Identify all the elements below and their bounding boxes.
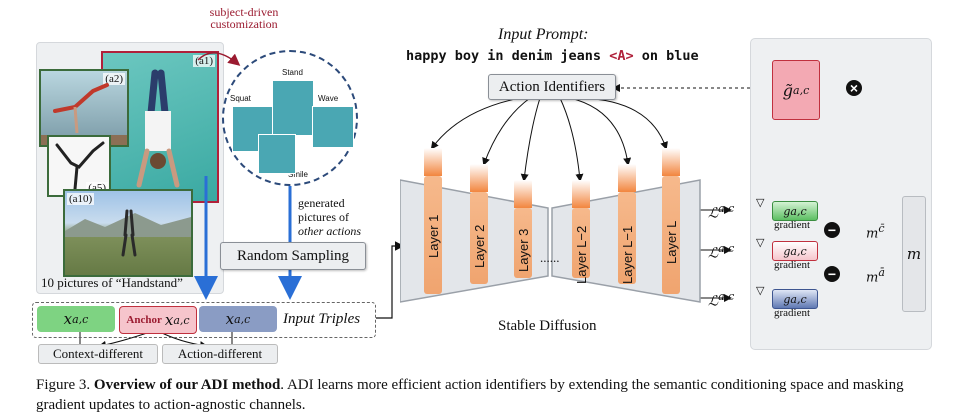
circle-label-smile: Smile bbox=[288, 170, 309, 179]
loss-anchor: ℒa,c bbox=[708, 242, 735, 262]
mask-box: m bbox=[902, 196, 926, 312]
context-different-label: Context-different bbox=[38, 344, 158, 364]
subject-driven-label: subject-driven customization bbox=[209, 5, 279, 31]
layer-l-2-label: Layer L−2 bbox=[574, 225, 589, 284]
circle-label-stand: Stand bbox=[282, 68, 303, 77]
layer-2-label: Layer 2 bbox=[472, 224, 487, 268]
loss-action: ℒa,c bbox=[708, 290, 735, 310]
layer-3 bbox=[514, 208, 532, 278]
action-identifiers-label: Action Identifiers bbox=[498, 78, 606, 95]
subtract-operator-2: − bbox=[824, 266, 840, 282]
layer-l1-top bbox=[618, 164, 636, 192]
layer-1-label: Layer 1 bbox=[426, 214, 441, 258]
layer-l-1-label: Layer L−1 bbox=[620, 225, 635, 284]
handstand-figure-a1 bbox=[136, 69, 180, 188]
mask-action-label: mā bbox=[866, 266, 885, 286]
layer-3-label: Layer 3 bbox=[516, 228, 531, 272]
generated-line-2: pictures of bbox=[298, 210, 349, 224]
layer-l-top bbox=[662, 148, 680, 176]
generated-actions-circle: Stand Squat Wave Smile bbox=[222, 50, 358, 186]
random-sampling-label: Random Sampling bbox=[236, 247, 350, 264]
photo-a10-label: (a10) bbox=[67, 193, 95, 205]
masked-gradient-box: g̃a,c bbox=[772, 60, 820, 120]
layer-1-top bbox=[424, 148, 442, 176]
generated-line-1: generated bbox=[298, 196, 345, 210]
handstand-figure-a5 bbox=[55, 141, 105, 191]
gradient-label-1: gradient bbox=[774, 219, 811, 231]
multiply-operator: × bbox=[846, 80, 862, 96]
random-sampling-box: Random Sampling bbox=[220, 242, 366, 270]
reference-photos-caption: 10 pictures of “Handstand” bbox=[41, 275, 183, 290]
layer-l-1 bbox=[618, 192, 636, 284]
gradient-label-2: gradient bbox=[774, 259, 811, 271]
action-different-label: Action-different bbox=[162, 344, 278, 364]
figure-number: Figure 3. bbox=[36, 377, 91, 393]
photo-a10: (a10) bbox=[63, 189, 193, 277]
mask-context-label: mc̄ bbox=[866, 222, 885, 242]
circle-label-wave: Wave bbox=[318, 94, 339, 103]
action-identifiers-box: Action Identifiers bbox=[488, 74, 616, 100]
layer-2 bbox=[470, 192, 488, 284]
layer-1 bbox=[424, 176, 442, 294]
generated-line-3: other actions bbox=[298, 224, 361, 238]
circle-label-squat: Squat bbox=[230, 94, 251, 103]
gradient-label-3: gradient bbox=[774, 307, 811, 319]
generated-image-smile bbox=[258, 134, 296, 174]
figure-description: . ADI learns more efficient action ident… bbox=[36, 377, 904, 413]
generated-pictures-note: generated pictures of other actions bbox=[298, 196, 361, 238]
figure-title: Overview of our ADI method bbox=[93, 377, 281, 393]
generated-image-stand bbox=[272, 80, 314, 136]
layer-3-top bbox=[514, 180, 532, 208]
layers-ellipsis: ...... bbox=[540, 250, 560, 265]
subtract-operator-1: − bbox=[824, 222, 840, 238]
nabla-3: ▽ bbox=[756, 285, 765, 297]
input-prompt-text: happy boy in denim jeans <A> on blue bbox=[406, 48, 699, 64]
layer-l-label: Layer L bbox=[664, 220, 679, 264]
photo-a2-label: (a2) bbox=[103, 73, 125, 85]
generated-image-wave bbox=[312, 106, 354, 148]
anchor-label: Anchor bbox=[126, 314, 162, 326]
handstand-figure-a10 bbox=[65, 209, 191, 257]
action-token: <A> bbox=[609, 48, 634, 64]
loss-context: ℒa,c bbox=[708, 202, 735, 222]
layer-l2-top bbox=[572, 180, 590, 208]
figure-caption: Figure 3. Overview of our ADI method. AD… bbox=[36, 375, 956, 415]
reference-photos-panel: (a1) (a2) (a5) bbox=[36, 42, 224, 294]
layer-2-top bbox=[470, 164, 488, 192]
stable-diffusion-label: Stable Diffusion bbox=[498, 318, 597, 334]
nabla-2: ▽ bbox=[756, 237, 765, 249]
input-triples-label: Input Triples bbox=[283, 311, 361, 327]
input-prompt-title: Input Prompt: bbox=[498, 26, 589, 43]
nabla-1: ▽ bbox=[756, 197, 765, 209]
layer-l bbox=[662, 176, 680, 294]
layer-l-2 bbox=[572, 208, 590, 278]
